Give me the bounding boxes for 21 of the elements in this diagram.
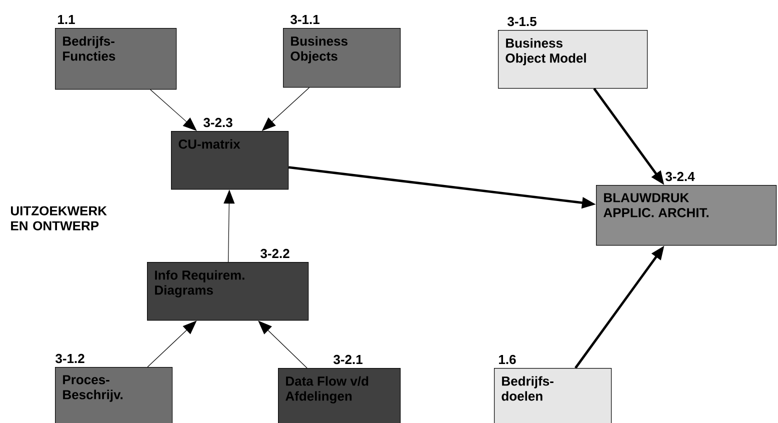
process-box: BLAUWDRUK APPLIC. ARCHIT. 3-2.4: [596, 172, 777, 246]
process-box: Info Requirem. Diagrams 3-2.2: [147, 248, 309, 321]
node-label: 3-1.1: [290, 14, 320, 24]
process-box: Bedrijfs- Functies 1.1: [55, 15, 177, 90]
arrow: [150, 89, 197, 131]
node-label: 3-2.2: [260, 248, 290, 258]
node-label: 3-1.2: [56, 354, 84, 364]
node-label: 1.1: [58, 15, 75, 24]
node-label: 3-2.3: [204, 118, 232, 128]
arrow: [258, 320, 308, 368]
process-box: Bedrijfs- doelen 1.6: [494, 354, 612, 423]
node-label: 3-2.4: [666, 172, 695, 182]
node-label: 3-2.1: [334, 354, 362, 364]
node-label: 3-1.5: [508, 16, 536, 26]
process-box: Business Object Model 3-1.5: [498, 16, 648, 89]
process-box: Business Objects 3-1.1: [283, 14, 401, 88]
process-box: Data Flow v/d Afdelingen 3-2.1: [278, 354, 401, 423]
process-box: CU-matrix 3-2.3: [171, 118, 289, 190]
node-label: 1.6: [499, 354, 516, 364]
section-label: UITZOEKWERK EN ONTWERP: [10, 206, 107, 230]
process-box: Proces- Beschrijv. 3-1.2: [55, 354, 173, 423]
